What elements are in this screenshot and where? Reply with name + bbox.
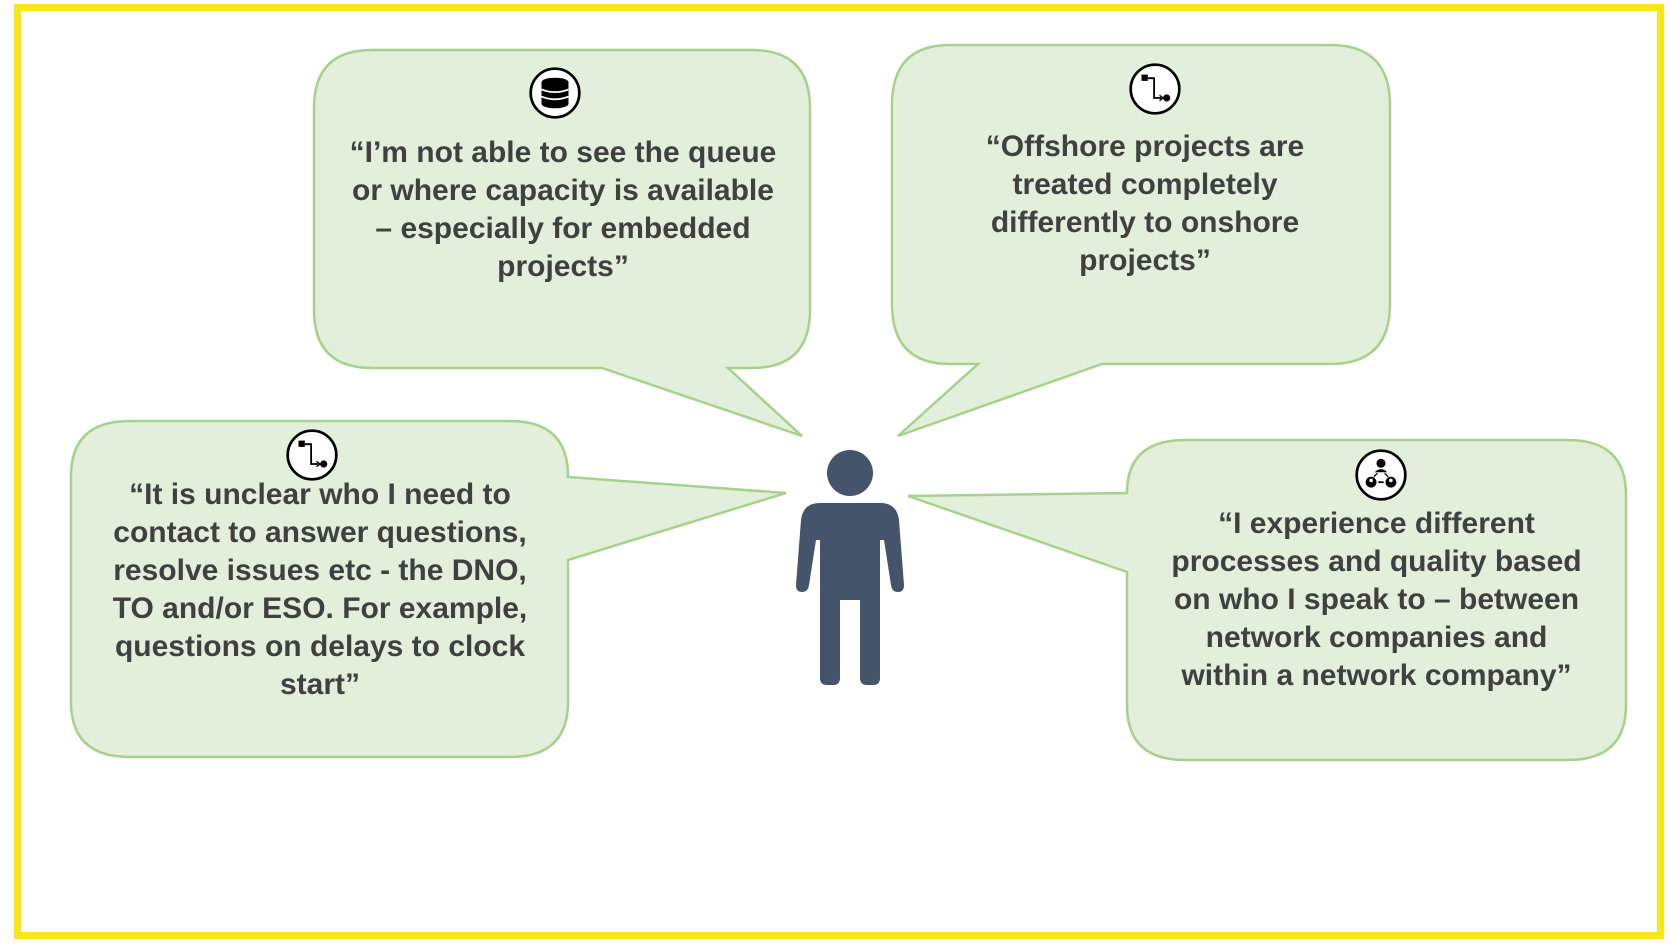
process-flow-icon — [286, 429, 338, 481]
database-icon — [529, 67, 581, 119]
speech-bubble-right — [907, 438, 1628, 762]
person-icon — [796, 450, 904, 685]
slide-frame — [14, 4, 1664, 939]
speech-bubble-top-right — [890, 43, 1392, 438]
speech-bubble-left — [69, 419, 787, 759]
quote-left: “It is unclear who I need to contact to … — [112, 478, 528, 701]
process-flow-icon — [1129, 63, 1181, 115]
people-network-icon — [1355, 449, 1407, 501]
quote-top-left: “I’m not able to see the queue or where … — [349, 136, 777, 283]
quote-right: “I experience different processes and qu… — [1171, 507, 1582, 692]
speech-bubble-top-left — [312, 48, 812, 438]
quote-top-right: “Offshore projects are treated completel… — [985, 130, 1305, 277]
